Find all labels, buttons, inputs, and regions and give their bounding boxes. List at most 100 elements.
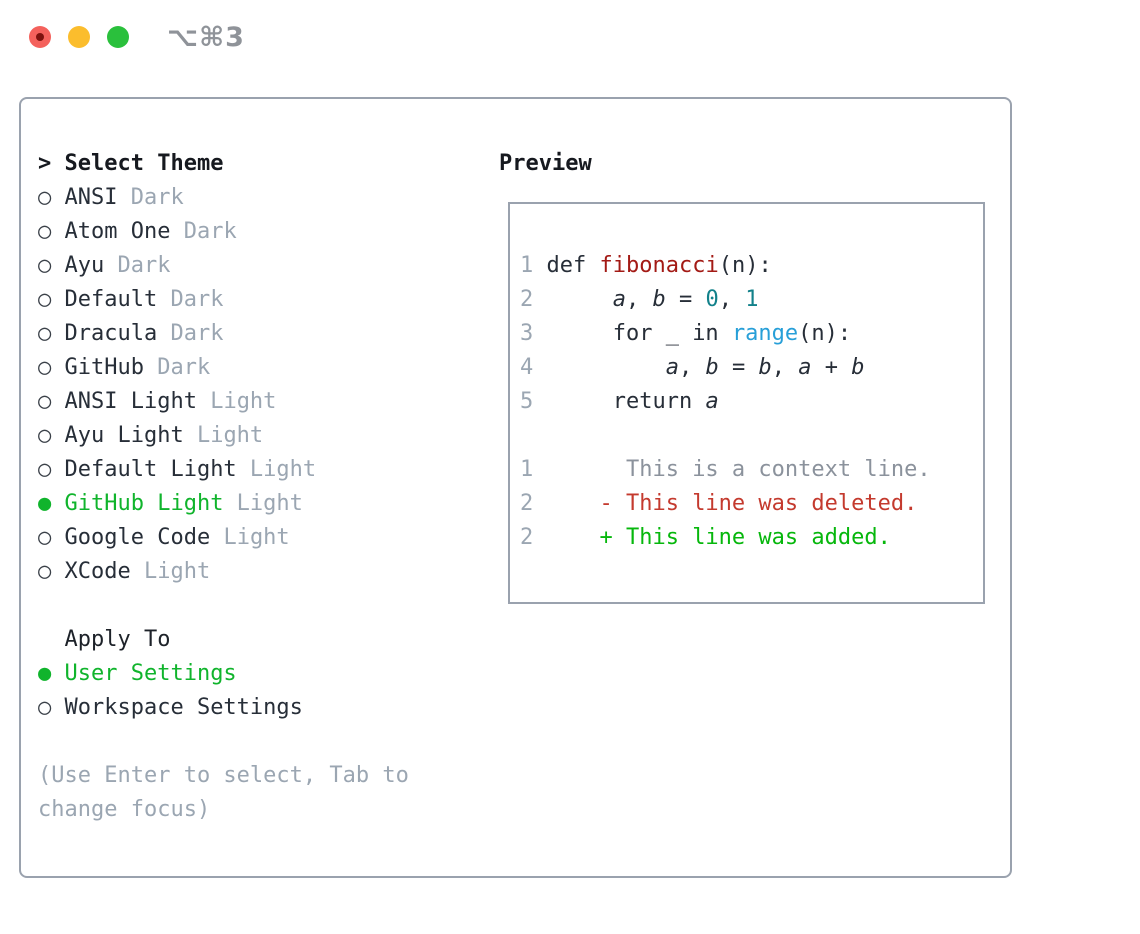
preview-code-line: 2 + This line was added. (520, 521, 931, 555)
theme-selector-column: > Select Theme ○ ANSI Dark○ Atom One Dar… (38, 147, 409, 827)
preview-code-line: 2 a, b = 0, 1 (520, 283, 931, 317)
theme-variant-badge: Light (196, 389, 277, 414)
code-token-plain: = (718, 355, 759, 380)
theme-option-atom-one[interactable]: ○ Atom One Dark (38, 215, 409, 249)
theme-option-dracula[interactable]: ○ Dracula Dark (38, 317, 409, 351)
hint-line-2: change focus) (38, 797, 211, 822)
line-number: 3 (520, 321, 534, 346)
preview-title: Preview (499, 151, 592, 176)
theme-name: Ayu (51, 253, 105, 278)
code-token-del: - This line was deleted. (533, 491, 918, 516)
theme-name: Ayu Light (51, 423, 184, 448)
code-token-num: 1 (745, 287, 759, 312)
theme-variant-badge: Light (210, 525, 290, 550)
theme-variant-badge: Dark (117, 185, 184, 210)
theme-option-github-light[interactable]: ● GitHub Light Light (38, 487, 409, 521)
zoom-button[interactable] (107, 26, 129, 48)
theme-name: Google Code (51, 525, 211, 550)
code-token-plain: (n): (718, 253, 772, 278)
theme-option-default-light[interactable]: ○ Default Light Light (38, 453, 409, 487)
apply-to-list: ● User Settings○ Workspace Settings (38, 657, 409, 725)
code-token-plain (533, 287, 612, 312)
code-token-plain: return (533, 389, 706, 414)
line-number: 1 (520, 457, 534, 482)
code-token-plain (533, 355, 665, 380)
radio-unselected-icon: ○ (38, 321, 52, 346)
theme-variant-badge: Dark (104, 253, 171, 278)
radio-selected-icon: ● (38, 491, 52, 516)
theme-name: GitHub Light (51, 491, 224, 516)
radio-unselected-icon: ○ (38, 185, 52, 210)
theme-option-google-code[interactable]: ○ Google Code Light (38, 521, 409, 555)
traffic-lights (29, 26, 129, 48)
radio-unselected-icon: ○ (38, 525, 52, 550)
code-token-var: a (798, 355, 812, 380)
close-button[interactable] (29, 26, 51, 48)
preview-code-line: 1 def fibonacci(n): (520, 249, 931, 283)
preview-code-line: 1 This is a context line. (520, 453, 931, 487)
line-number: 2 (520, 525, 534, 550)
window-shortcut-label: ⌥⌘3 (167, 22, 245, 53)
code-token-var: a (665, 355, 679, 380)
line-number: 4 (520, 355, 534, 380)
theme-variant-badge: Light (236, 457, 317, 482)
code-token-fn: fibonacci (599, 253, 719, 278)
radio-unselected-icon: ○ (38, 695, 52, 720)
minimize-button[interactable] (68, 26, 90, 48)
code-token-plain: , (718, 287, 746, 312)
code-token-var: a (612, 287, 626, 312)
code-token-ctx: This is a context line. (533, 457, 931, 482)
theme-option-ayu[interactable]: ○ Ayu Dark (38, 249, 409, 283)
radio-unselected-icon: ○ (38, 253, 52, 278)
code-token-num: 0 (705, 287, 719, 312)
window-titlebar: ⌥⌘3 (0, 0, 1140, 74)
theme-option-xcode[interactable]: ○ XCode Light (38, 555, 409, 589)
theme-variant-badge: Dark (143, 355, 211, 380)
theme-list: ○ ANSI Dark○ Atom One Dark○ Ayu Dark○ De… (38, 181, 409, 589)
code-token-plain: for _ in (533, 321, 732, 346)
code-token-plain: , (771, 355, 799, 380)
preview-code-line: 3 for _ in range(n): (520, 317, 931, 351)
prompt-icon: > (38, 151, 52, 176)
theme-name: GitHub (51, 355, 144, 380)
code-token-plain: = (665, 287, 706, 312)
radio-unselected-icon: ○ (38, 287, 52, 312)
code-token-builtin: range (731, 321, 799, 346)
radio-unselected-icon: ○ (38, 219, 52, 244)
theme-option-default[interactable]: ○ Default Dark (38, 283, 409, 317)
radio-unselected-icon: ○ (38, 457, 52, 482)
theme-option-ayu-light[interactable]: ○ Ayu Light Light (38, 419, 409, 453)
theme-name: Dracula (51, 321, 158, 346)
theme-option-github[interactable]: ○ GitHub Dark (38, 351, 409, 385)
preview-code-line (520, 419, 931, 453)
apply-to-title: Apply To (38, 623, 409, 657)
apply-option-label: User Settings (51, 661, 237, 686)
theme-name: Atom One (51, 219, 171, 244)
code-token-plain: def (533, 253, 600, 278)
preview-code-line: 2 - This line was deleted. (520, 487, 931, 521)
theme-option-ansi-light[interactable]: ○ ANSI Light Light (38, 385, 409, 419)
theme-variant-badge: Dark (170, 219, 237, 244)
line-number: 2 (520, 287, 534, 312)
theme-variant-badge: Light (183, 423, 264, 448)
theme-option-ansi[interactable]: ○ ANSI Dark (38, 181, 409, 215)
theme-variant-badge: Dark (157, 287, 224, 312)
spacer (38, 589, 409, 623)
apply-option-label: Workspace Settings (51, 695, 303, 720)
spacer (38, 725, 409, 759)
radio-unselected-icon: ○ (38, 389, 52, 414)
line-number: 5 (520, 389, 534, 414)
theme-variant-badge: Dark (157, 321, 224, 346)
apply-option-user-settings[interactable]: ● User Settings (38, 657, 409, 691)
preview-code-line: 4 a, b = b, a + b (520, 351, 931, 385)
theme-name: Default Light (51, 457, 237, 482)
apply-option-workspace-settings[interactable]: ○ Workspace Settings (38, 691, 409, 725)
select-theme-title: > Select Theme (38, 147, 409, 181)
radio-unselected-icon: ○ (38, 355, 52, 380)
theme-name: XCode (51, 559, 131, 584)
theme-name: ANSI Light (51, 389, 197, 414)
apply-to-title-label: Apply To (64, 627, 171, 652)
